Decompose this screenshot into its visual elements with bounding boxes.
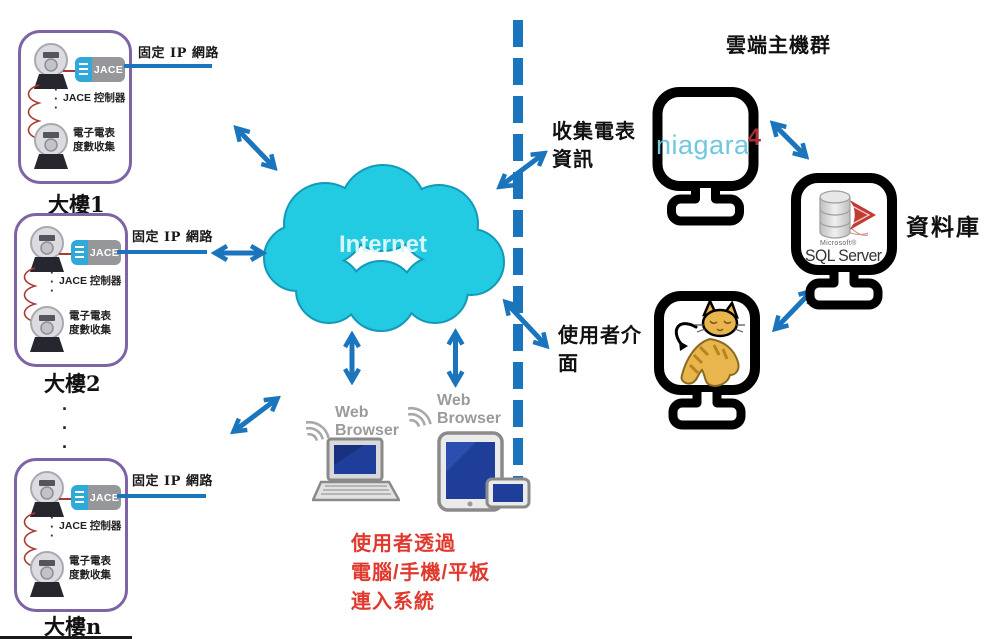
tomcat-cat-icon [674, 301, 745, 387]
laptop-icon [312, 437, 400, 502]
electric-meter-icon [30, 226, 64, 272]
jace-ports [75, 57, 92, 82]
sql-server-database-icon [819, 190, 876, 239]
arrow-building1-cloud [233, 125, 278, 171]
meter-collect-label: 電子電表度數收集 [69, 310, 111, 336]
controller-label: JACE 控制器 [59, 275, 122, 287]
tomcat-server-monitor [650, 288, 764, 436]
electric-meter-icon [30, 306, 64, 352]
building-n-label: 大樓n [44, 614, 102, 639]
fixed-ip-line-n [117, 494, 206, 498]
sql-brand-label: Microsoft® [820, 240, 857, 247]
fixed-ip-line-2 [117, 250, 207, 254]
monitor-outline-icon [652, 87, 759, 226]
buildings-ellipsis: ··· [62, 399, 68, 457]
fixed-ip-label-n: 固定 IP 網路 [132, 474, 213, 489]
fixed-ip-label-1: 固定 IP 網路 [138, 46, 219, 61]
user-access-note: 使用者透過電腦/手機/平板連入系統 [351, 533, 491, 613]
arrow-cloud-laptop [343, 331, 361, 385]
bottom-crop-edge [0, 636, 132, 639]
electric-meter-icon [30, 551, 64, 597]
building-1-label: 大樓1 [48, 192, 105, 217]
controller-label: JACE 控制器 [59, 520, 122, 532]
niagara4-logo: niagara4 [656, 124, 761, 160]
meter-jace-link [59, 253, 72, 255]
meter-ellipsis: ··· [50, 265, 55, 298]
arrow-cloud-tablet [446, 328, 465, 388]
building-2-label: 大樓2 [44, 371, 101, 396]
cloud-label: Internet [339, 231, 427, 258]
jace-chip-label: JACE [92, 57, 125, 82]
meter-ellipsis: ··· [54, 82, 59, 115]
niagara-server-monitor: niagara4 [648, 84, 763, 232]
meter-collect-label: 電子電表度數收集 [69, 555, 111, 581]
meter-collect-label: 電子電表度數收集 [73, 127, 115, 153]
meter-chain-line [23, 267, 38, 323]
jace-device-icon: JACE [71, 485, 121, 510]
arrow-building2-cloud [211, 244, 267, 262]
meter-jace-link [59, 498, 72, 500]
database-label: 資料庫 [906, 214, 981, 240]
jace-ports [71, 485, 88, 510]
building-box-1: JACE JACE 控制器 ··· 電子電表度數收集 [18, 30, 132, 184]
meter-ellipsis: ··· [50, 510, 55, 543]
arrow-buildingn-cloud [229, 395, 282, 435]
controller-label: JACE 控制器 [63, 92, 126, 104]
internet-cloud: Internet [263, 162, 505, 336]
electric-meter-icon [30, 471, 64, 517]
fixed-ip-label-2: 固定 IP 網路 [132, 230, 213, 245]
meter-chain-line [23, 512, 38, 568]
meter-chain-line [27, 84, 42, 140]
jace-chip-label: JACE [88, 240, 121, 265]
electric-meter-icon [34, 43, 68, 89]
jace-device-icon: JACE [75, 57, 125, 82]
sql-server-monitor: Microsoft® SQL Server [788, 170, 900, 315]
sql-server-label: SQL Server [805, 247, 882, 265]
electric-meter-icon [34, 123, 68, 169]
building-box-n: JACE JACE 控制器 ··· 電子電表度數收集 [14, 458, 128, 612]
arrow-cloud-niagara [496, 150, 548, 190]
fixed-ip-line-1 [124, 64, 212, 68]
jace-ports [71, 240, 88, 265]
collect-meter-info-label: 收集電表資訊 [552, 121, 636, 171]
meter-jace-link [63, 70, 76, 72]
building-box-2: JACE JACE 控制器 ··· 電子電表度數收集 [14, 213, 128, 367]
arrow-niagara-sql [769, 120, 810, 160]
jace-chip-label: JACE [88, 485, 121, 510]
dashed-divider-line [513, 20, 523, 506]
tablet-phone-icon [437, 431, 531, 512]
cloud-hosts-title: 雲端主機群 [726, 35, 831, 57]
signal-arcs-icon [306, 420, 330, 441]
jace-device-icon: JACE [71, 240, 121, 265]
arrow-cloud-tomcat [502, 298, 550, 350]
user-interface-label: 使用者介面 [558, 325, 642, 375]
signal-arcs-icon [408, 406, 432, 427]
